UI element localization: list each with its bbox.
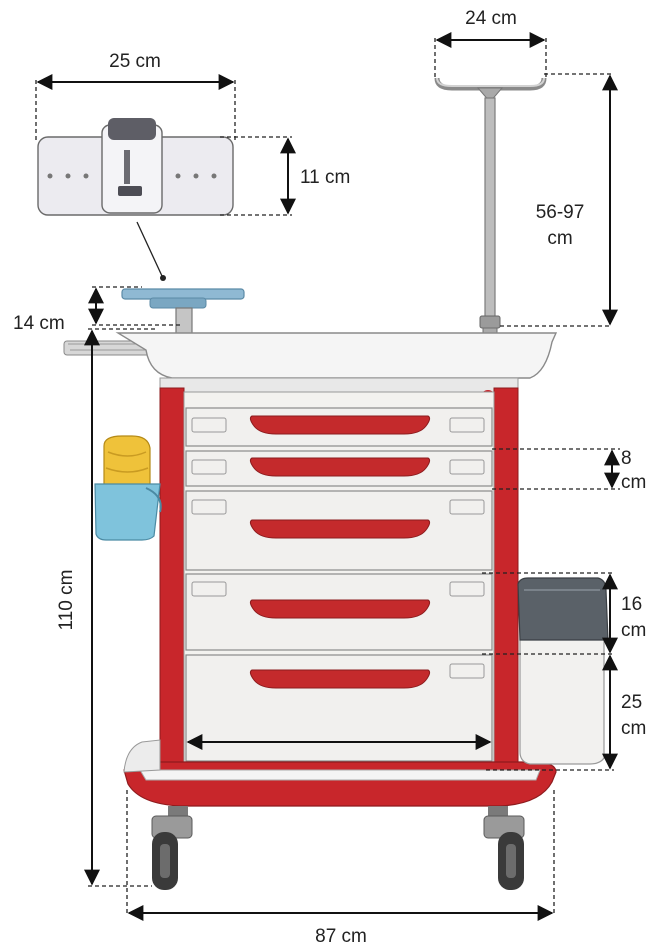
organizer-pointer-dot xyxy=(160,275,166,281)
wheel-left xyxy=(151,806,193,890)
cart-base xyxy=(123,739,557,807)
cart-top xyxy=(63,332,558,404)
drawer-4 xyxy=(185,573,493,651)
organizer-pointer-line xyxy=(136,221,163,277)
small-drawer-label-line2: cm xyxy=(621,472,646,493)
drawer-organizer xyxy=(37,118,234,216)
tray-height-label: 14 cm xyxy=(13,313,65,334)
bin-height-label-line2: cm xyxy=(621,620,646,641)
large-drawer-label-line1: 25 xyxy=(621,692,642,713)
small-drawer-label-line1: 8 xyxy=(621,448,632,469)
base-width-label: 87 cm xyxy=(315,926,367,947)
iv-pole-height-label-line1: 56-97 xyxy=(536,202,585,223)
iv-pole xyxy=(434,77,547,355)
organizer-width-label: 25 cm xyxy=(109,51,161,72)
waste-bin xyxy=(517,577,609,765)
iv-pole-height-label-line2: cm xyxy=(547,228,572,249)
wheel-right xyxy=(483,806,525,890)
total-height-label: 110 cm xyxy=(56,570,77,631)
iv-pole-width-label: 24 cm xyxy=(465,8,517,29)
large-drawer-label-line2: cm xyxy=(621,718,646,739)
drawer-2 xyxy=(185,450,493,487)
bin-height-label-line1: 16 xyxy=(621,594,642,615)
drawer-5 xyxy=(185,654,493,762)
bottle-holder xyxy=(94,435,162,541)
drawer-1 xyxy=(185,407,493,447)
drawer-3 xyxy=(185,490,493,571)
organizer-height-label: 11 cm xyxy=(300,167,350,188)
